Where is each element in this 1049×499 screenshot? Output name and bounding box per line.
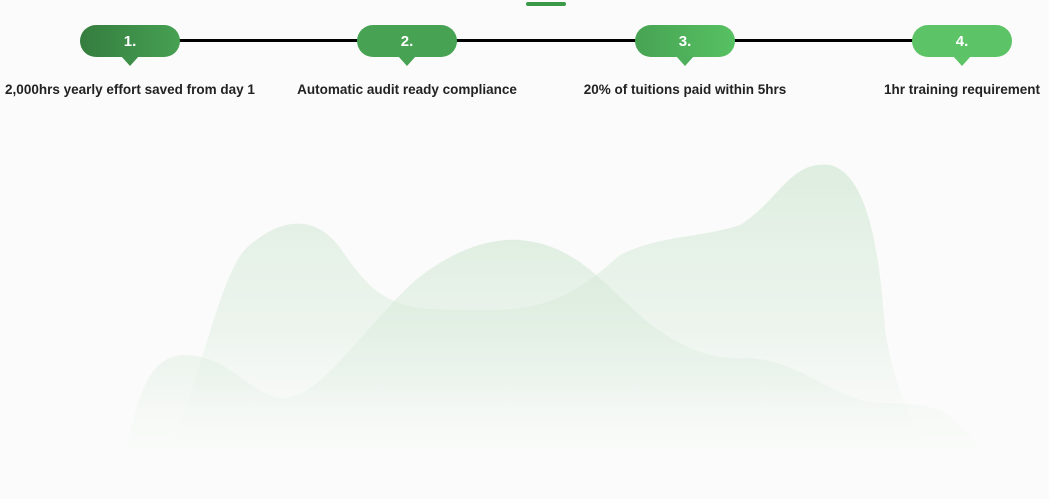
step-2-number: 2. [400, 32, 414, 50]
step-2-label: Automatic audit ready compliance [297, 82, 517, 97]
step-4-label: 1hr training requirement [883, 82, 1041, 97]
step-1-number: 1. [123, 32, 137, 50]
timeline-connector [130, 39, 960, 42]
step-3: 3. [635, 25, 735, 66]
wave-bottom-fade [0, 440, 1049, 499]
step-1-label: 2,000hrs yearly effort saved from day 1 [5, 82, 255, 97]
step-3-number: 3. [678, 32, 692, 50]
wave-front [120, 239, 1000, 470]
step-4-badge: 4. [912, 25, 1012, 66]
step-3-badge: 3. [635, 25, 735, 66]
step-1-badge: 1. [80, 25, 180, 66]
step-4: 4. [912, 25, 1012, 66]
step-3-label: 20% of tuitions paid within 5hrs [583, 82, 787, 97]
step-4-number: 4. [955, 32, 969, 50]
step-1: 1. [80, 25, 180, 66]
step-2: 2. [357, 25, 457, 66]
step-2-badge: 2. [357, 25, 457, 66]
active-tab-indicator [526, 2, 566, 6]
